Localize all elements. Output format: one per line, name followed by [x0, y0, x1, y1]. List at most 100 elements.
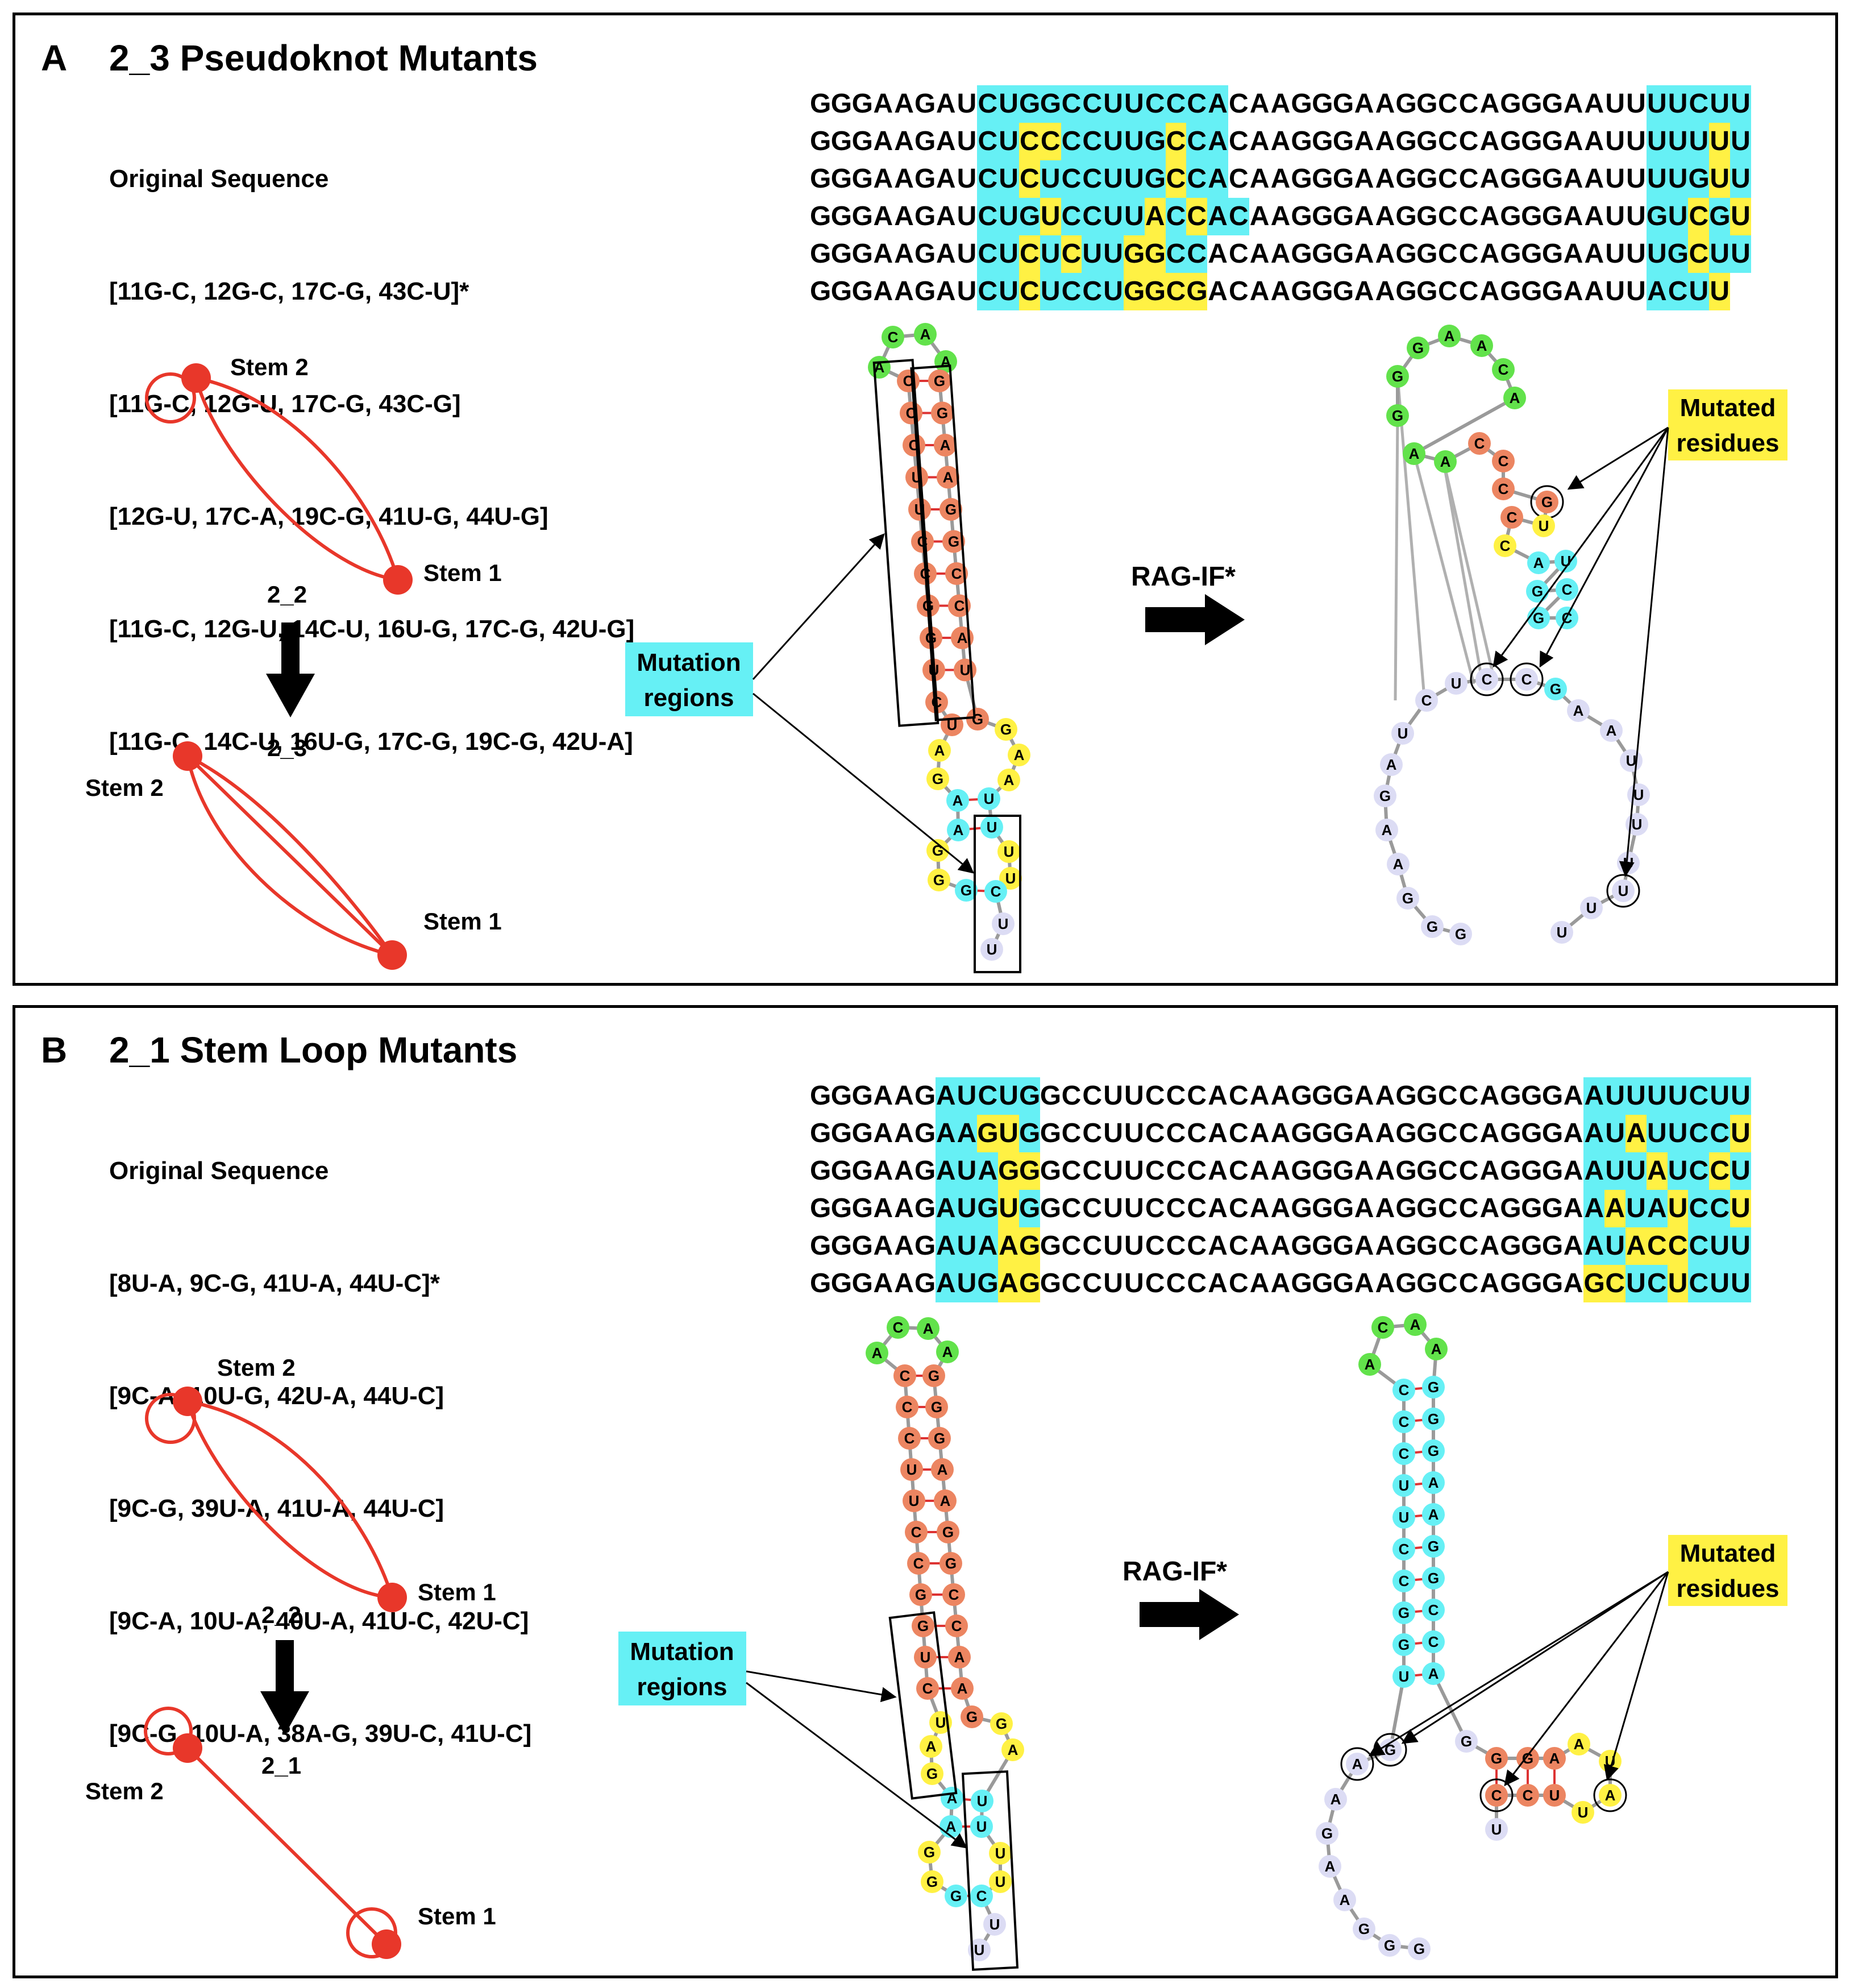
- nucleotide: G: [1395, 126, 1417, 156]
- nucleotide: G: [1312, 164, 1333, 194]
- stem1-label: Stem 1: [418, 1903, 496, 1929]
- nucleotide: G: [1541, 239, 1564, 269]
- base-letter: A: [1428, 1665, 1439, 1682]
- nucleotide: U: [1709, 1227, 1731, 1265]
- nucleotide: U: [1730, 123, 1751, 160]
- nucleotide: U: [1730, 1152, 1751, 1190]
- panel-b-arc-graph: [144, 1393, 397, 1958]
- base-letter: C: [1500, 537, 1511, 554]
- nucleotide: G: [914, 1118, 936, 1148]
- nucleotide: U: [1605, 126, 1625, 156]
- nucleotide: C: [1458, 1193, 1479, 1223]
- base-letter: C: [951, 565, 962, 582]
- base-node: [917, 1317, 939, 1340]
- nucleotide: A: [1563, 1118, 1583, 1148]
- mutation-region-box: [961, 1770, 1019, 1971]
- nucleotide: C: [977, 1077, 999, 1115]
- nucleotide: G: [1291, 239, 1312, 269]
- base-node: [1485, 1818, 1508, 1841]
- nucleotide: A: [1208, 1231, 1228, 1261]
- nucleotide: A: [1375, 1081, 1395, 1111]
- base-node: [1374, 785, 1396, 807]
- base-node: [1485, 1747, 1508, 1770]
- nucleotide: U: [1730, 85, 1751, 123]
- nucleotide: A: [1563, 239, 1583, 269]
- base-letter: U: [987, 819, 997, 836]
- nucleotide: C: [1166, 1118, 1186, 1148]
- nucleotide: G: [1291, 1156, 1312, 1186]
- nucleotide: A: [1375, 1118, 1395, 1148]
- base-node: [1445, 672, 1467, 695]
- nucleotide: U: [1103, 1156, 1123, 1186]
- nucleotide: G: [1541, 1081, 1564, 1111]
- nucleotide: G: [1332, 1193, 1354, 1223]
- base-letter: U: [1399, 1668, 1410, 1685]
- nucleotide: A: [1479, 1118, 1500, 1148]
- nucleotide: C: [1082, 1268, 1103, 1298]
- nucleotide: C: [1229, 1268, 1249, 1298]
- nucleotide: G: [1688, 160, 1710, 198]
- nucleotide: G: [1291, 1081, 1312, 1111]
- base-node: [947, 819, 970, 841]
- nucleotide: G: [1395, 201, 1417, 231]
- base-node: [1526, 580, 1549, 603]
- base-letter: A: [1428, 1474, 1439, 1491]
- mutant-label: [9C-A, 10U-A, 40U-A, 41U-C, 42U-C]: [109, 1607, 529, 1635]
- mutant-label: [11G-C, 12G-U, 14C-U, 16U-G, 17C-G, 42U-…: [109, 615, 635, 643]
- nucleotide: A: [1479, 89, 1500, 119]
- nucleotide: U: [1730, 1190, 1751, 1227]
- nucleotide: C: [1061, 1268, 1082, 1298]
- nucleotide: A: [936, 239, 956, 269]
- base-letter: G: [933, 871, 945, 889]
- nucleotide: U: [1625, 1077, 1647, 1115]
- base-letter: G: [950, 1887, 962, 1904]
- base-node: [1371, 1316, 1394, 1339]
- nucleotide: C: [1018, 273, 1040, 310]
- base-node: [1527, 551, 1550, 574]
- base-letter: C: [1498, 480, 1509, 497]
- nucleotide: G: [977, 1115, 999, 1152]
- nucleotide: G: [1312, 1081, 1333, 1111]
- nucleotide: A: [1354, 1081, 1374, 1111]
- mutant-label: [11G-C, 12G-U, 17C-G, 43C-G]: [109, 390, 461, 418]
- nucleotide: G: [1416, 89, 1438, 119]
- base-letter: U: [1561, 553, 1572, 570]
- nucleotide: C: [1437, 1268, 1458, 1298]
- base-letter: G: [945, 1555, 957, 1572]
- nucleotide: C: [977, 235, 999, 273]
- nucleotide: G: [830, 1193, 853, 1223]
- nucleotide: A: [1584, 164, 1604, 194]
- nucleotide: U: [1667, 1265, 1689, 1302]
- nucleotide: U: [1646, 160, 1668, 198]
- nucleotide: U: [1730, 1227, 1751, 1265]
- base-letter: G: [937, 405, 948, 422]
- nucleotide: C: [1437, 1231, 1458, 1261]
- nucleotide: C: [1437, 276, 1458, 306]
- nucleotide: C: [1458, 126, 1479, 156]
- nucleotide: U: [1709, 1265, 1731, 1302]
- nucleotide: C: [1458, 1156, 1479, 1186]
- base-node: [948, 594, 971, 617]
- base-node: [1392, 1601, 1415, 1624]
- nucleotide: G: [1291, 1231, 1312, 1261]
- nucleotide: A: [1270, 164, 1291, 194]
- nucleotide: A: [1563, 276, 1583, 306]
- base-letter: U: [1618, 882, 1629, 899]
- mutant-label: [9C-G, 39U-A, 41U-A, 44U-C]: [109, 1495, 444, 1522]
- base-letter: C: [904, 1430, 915, 1447]
- base-node: [970, 1885, 993, 1907]
- nucleotide: G: [851, 1231, 873, 1261]
- stem1-node: [377, 1583, 407, 1612]
- base-node: [966, 708, 989, 731]
- nucleotide: C: [1437, 239, 1458, 269]
- nucleotide: A: [1583, 1190, 1605, 1227]
- panel-a-mutated-residues-box: Mutated residues: [1668, 389, 1787, 460]
- nucleotide: G: [1291, 164, 1312, 194]
- nucleotide: C: [1061, 235, 1082, 273]
- base-node: [1387, 853, 1410, 875]
- nucleotide: C: [1165, 85, 1187, 123]
- nucleotide: A: [936, 201, 956, 231]
